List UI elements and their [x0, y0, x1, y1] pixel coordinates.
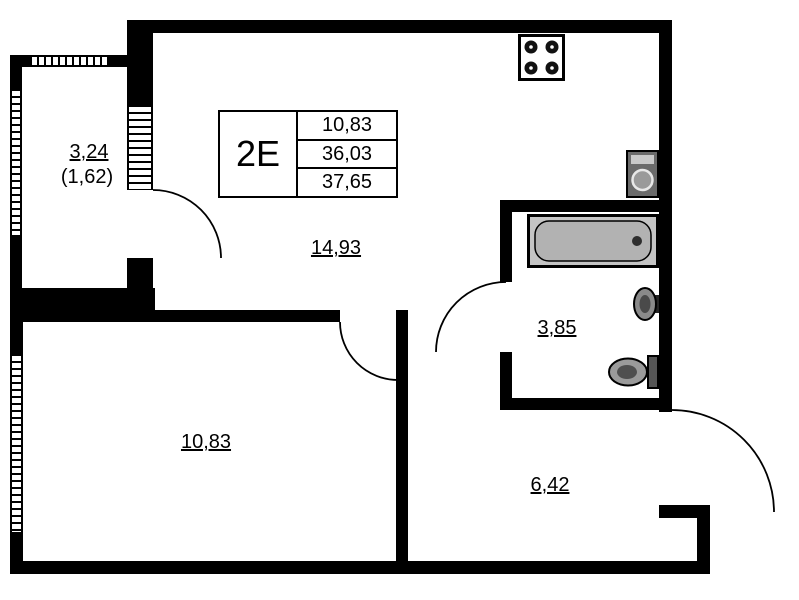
- bedroom-door-arc: [339, 321, 399, 381]
- unit-area-row-3: 37,65: [321, 171, 373, 194]
- hallway-area-label: 6,42: [530, 474, 570, 496]
- unit-area-row-2: 36,03: [298, 141, 396, 170]
- unit-area-column: 10,83 36,03 37,65: [298, 112, 396, 196]
- balcony-reduced-area-label: (1,62): [60, 166, 114, 188]
- bedroom-window: [10, 354, 23, 532]
- unit-area-row-1: 10,83: [298, 112, 396, 141]
- balcony-window-top: [30, 55, 108, 67]
- toilet-icon: [608, 355, 659, 389]
- bathroom-door-arc: [435, 281, 507, 353]
- balcony-window-left: [10, 89, 22, 235]
- unit-info-table: 2Е 10,83 36,03 37,65: [218, 110, 398, 198]
- bathtub-icon: [527, 214, 659, 268]
- wall-left-lower-segment: [10, 532, 23, 574]
- balcony-area-label: 3,24: [69, 141, 109, 163]
- balcony-wall-top-a: [10, 55, 30, 67]
- kitchen-sink-icon: [626, 150, 659, 198]
- wall-interior-vertical: [396, 310, 408, 574]
- kitchen-living-area-label: 14,93: [310, 237, 362, 259]
- bathroom-wall-top: [500, 200, 659, 212]
- balcony-wall-bottom: [10, 288, 155, 310]
- balcony-wall-left-b: [10, 235, 22, 288]
- balcony-wall-top-b: [108, 55, 130, 67]
- balcony-inner-wall-a: [127, 20, 153, 105]
- entrance-door-arc: [671, 409, 775, 513]
- bathroom-wall-left-b: [500, 352, 512, 410]
- bedroom-area-label: 10,83: [180, 431, 232, 453]
- bathroom-area-label: 3,85: [537, 317, 577, 339]
- balcony-door-arc: [152, 189, 222, 259]
- wall-top: [127, 20, 672, 33]
- bathroom-wall-left-a: [500, 200, 512, 282]
- living-room-window: [127, 105, 153, 190]
- washbasin-icon: [633, 287, 659, 321]
- stove-icon: [518, 34, 565, 81]
- wall-bottom: [10, 561, 710, 574]
- wall-right-lower: [697, 505, 710, 574]
- wall-right-upper: [659, 20, 672, 412]
- wall-interior-horizontal: [10, 310, 340, 322]
- bathroom-wall-bottom: [500, 398, 672, 410]
- unit-type-label: 2Е: [220, 112, 298, 196]
